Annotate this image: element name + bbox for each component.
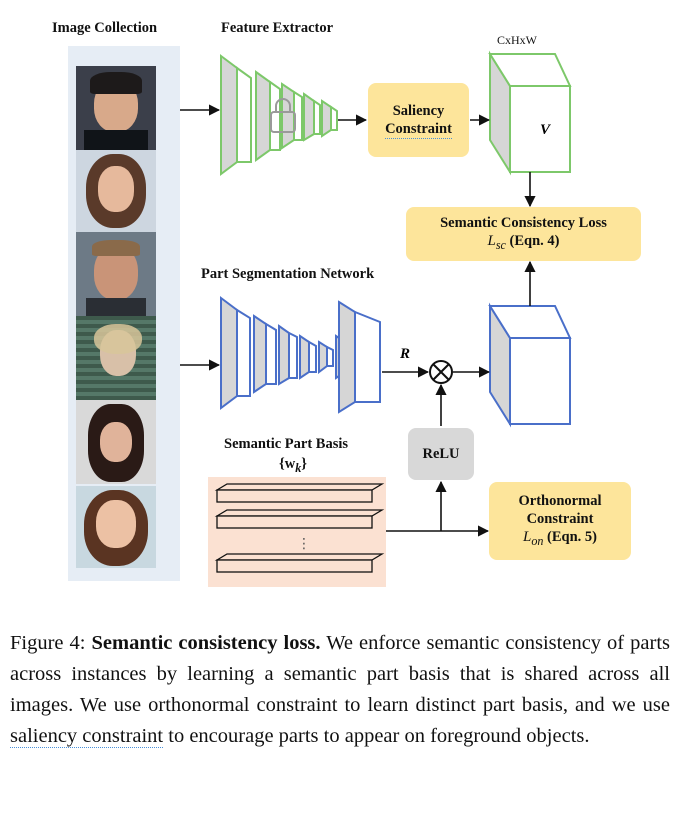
- fe-block-3: [281, 82, 303, 150]
- part-seg-blocks: [220, 296, 381, 414]
- face-image-6: [76, 486, 156, 568]
- face-image-3: [76, 232, 156, 316]
- ps-block-1: [220, 296, 251, 410]
- fe-block-4: [303, 92, 321, 142]
- tensor-v-text: V: [540, 122, 552, 138]
- r-text: R: [399, 346, 410, 362]
- relu-box: ReLU: [408, 428, 474, 480]
- semantic-part-basis-label: Semantic Part Basis: [224, 436, 349, 452]
- caption-dotted-text: saliency constraint: [10, 725, 164, 748]
- feature-extractor-label: Feature Extractor: [221, 20, 334, 36]
- diagram-graphics: V R ⋮: [180, 50, 572, 587]
- ps-block-2: [253, 314, 277, 394]
- saliency-constraint-box: Saliency Constraint: [368, 83, 469, 157]
- basis-ellipsis: ⋮: [297, 536, 311, 552]
- ps-block-3: [278, 324, 298, 386]
- diagram: Image Collection Feature Extractor CxHxW…: [52, 20, 641, 587]
- basis-vector-1: [214, 483, 385, 503]
- figure-caption: Figure 4: Semantic consistency loss. We …: [10, 628, 670, 752]
- ps-block-4: [299, 334, 317, 380]
- basis-vectors: [214, 483, 385, 573]
- semantic-consistency-loss-box: Semantic Consistency Loss Lsc (Eqn. 4): [406, 207, 641, 261]
- basis-vector-3: [214, 553, 385, 573]
- caption-title: Semantic consistency loss.: [91, 632, 321, 654]
- fe-block-5: [321, 99, 338, 138]
- basis-vector-2: [214, 509, 385, 529]
- arrows: [180, 104, 536, 537]
- caption-text-a: We enforce semantic consistency of parts…: [10, 632, 671, 716]
- tensor-v-block: [488, 50, 572, 176]
- tensor-dims-label: CxHxW: [497, 33, 537, 47]
- lock-icon: [270, 98, 296, 133]
- ps-block-7: [338, 300, 381, 414]
- part-seg-network-label: Part Segmentation Network: [201, 266, 375, 282]
- caption-text-b: to encourage parts to appear on foregrou…: [163, 725, 590, 747]
- caption-prefix: Figure 4:: [10, 632, 92, 654]
- face-image-1: [76, 66, 156, 150]
- face-image-4: [76, 316, 156, 400]
- basis-set-label: {wk}: [279, 456, 307, 475]
- ps-block-5: [318, 340, 334, 374]
- feature-extractor-blocks: [220, 54, 338, 176]
- orthonormal-constraint-box: Orthonormal Constraint Lon (Eqn. 5): [489, 482, 631, 560]
- face-image-5: [76, 400, 156, 484]
- fe-block-1: [220, 54, 252, 176]
- image-collection-label: Image Collection: [52, 20, 158, 36]
- output-tensor-block: [488, 302, 572, 428]
- multiply-operator-icon: [429, 360, 453, 384]
- face-image-2: [76, 150, 156, 232]
- fe-block-2: [255, 70, 281, 162]
